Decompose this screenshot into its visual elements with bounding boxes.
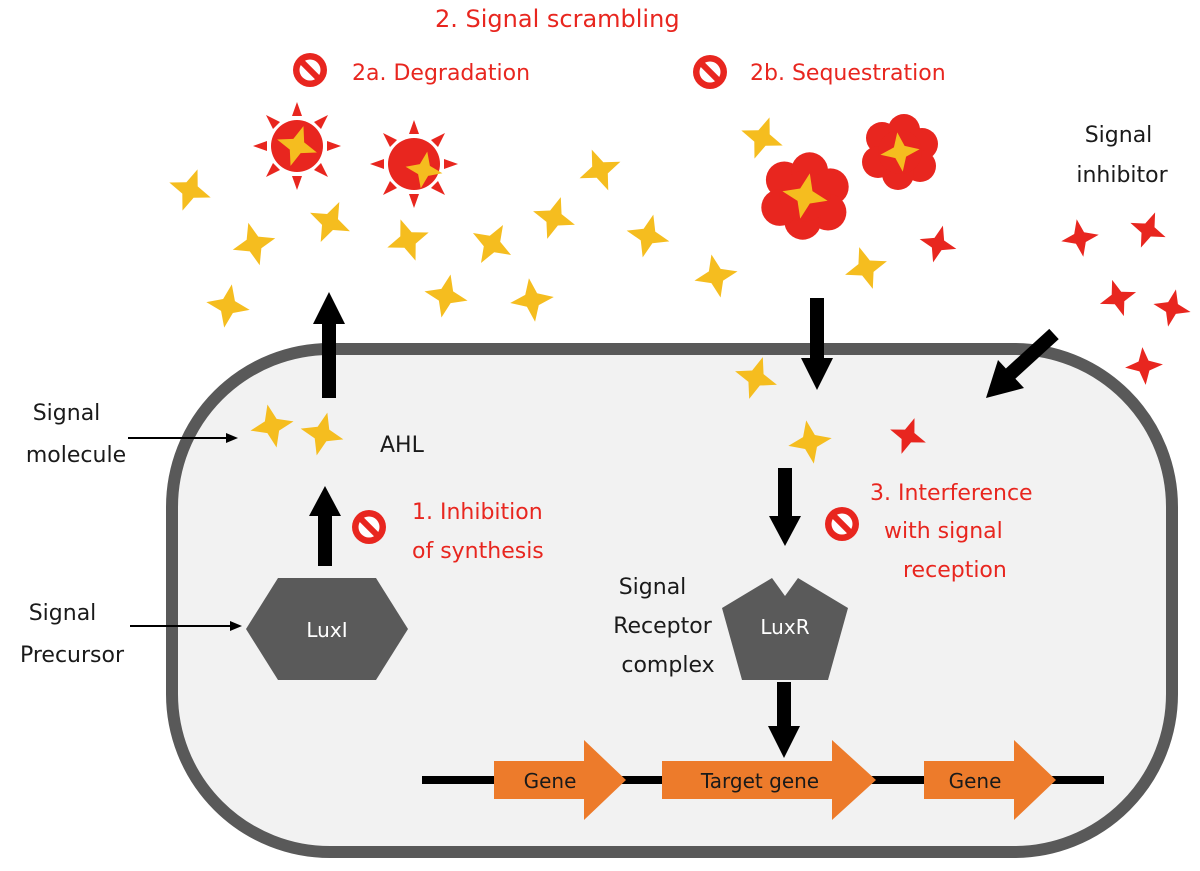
signal-molecule-label: Signal molecule xyxy=(26,401,126,468)
star-icon xyxy=(227,217,281,271)
star-icon xyxy=(621,209,675,263)
svg-text:Target gene: Target gene xyxy=(700,769,819,793)
no-symbol-icon xyxy=(693,55,727,89)
star-icon xyxy=(379,211,437,269)
arrows xyxy=(309,292,1059,758)
luxi-label: LuxI xyxy=(306,618,347,642)
signal-precursor-label: Signal Precursor xyxy=(20,601,125,668)
degradation-burst-icon xyxy=(253,102,341,190)
signal-scrambling-title: 2. Signal scrambling xyxy=(435,5,680,33)
signal-receptor-complex-label: Signal Receptor complex xyxy=(613,575,719,678)
sequestration-cloud-icon xyxy=(862,114,938,190)
star-icon xyxy=(507,275,557,325)
signal-inhibitor-label: Signal inhibitor xyxy=(1076,123,1168,188)
star-icon xyxy=(202,280,254,332)
star-icon xyxy=(1123,205,1173,255)
gene-arrow: Gene xyxy=(924,740,1056,820)
star-icon xyxy=(689,249,743,303)
signal-molecule-pointer xyxy=(128,433,238,443)
inhibition-of-synthesis-label: 1. Inhibition of synthesis xyxy=(412,500,550,564)
star-icon xyxy=(1149,285,1195,331)
degradation-burst-icon xyxy=(370,120,458,208)
luxr-label: LuxR xyxy=(760,615,809,639)
no-symbol-icon xyxy=(825,507,859,541)
star-icon xyxy=(571,141,629,199)
ahl-label: AHL xyxy=(380,433,425,458)
star-icon xyxy=(838,240,894,296)
target-gene-arrow: Target gene xyxy=(662,740,876,820)
interference-label: 3. Interference with signal reception xyxy=(870,481,1040,583)
star-icon xyxy=(300,192,360,252)
no-symbol-icon xyxy=(293,53,327,87)
luxi-synthase xyxy=(246,578,408,680)
degradation-label: 2a. Degradation xyxy=(352,61,530,86)
bacterial-cell xyxy=(166,343,1178,858)
svg-text:Gene: Gene xyxy=(524,769,577,793)
star-icon xyxy=(1094,274,1142,322)
no-symbol-icon xyxy=(352,510,386,544)
star-icon xyxy=(526,190,582,246)
sequestration-cloud-icon xyxy=(761,152,849,240)
sequestration-label: 2b. Sequestration xyxy=(750,61,946,86)
star-icon xyxy=(1123,345,1165,387)
star-icon xyxy=(461,213,523,275)
svg-text:Gene: Gene xyxy=(949,769,1002,793)
star-icon xyxy=(161,161,219,219)
star-icon xyxy=(1057,215,1103,261)
star-icon xyxy=(419,269,473,323)
star-icon xyxy=(733,109,791,167)
star-icon xyxy=(914,220,962,268)
gene-arrow: Gene xyxy=(494,740,626,820)
luxr-receptor xyxy=(722,578,848,680)
signal-precursor-pointer xyxy=(130,621,242,631)
